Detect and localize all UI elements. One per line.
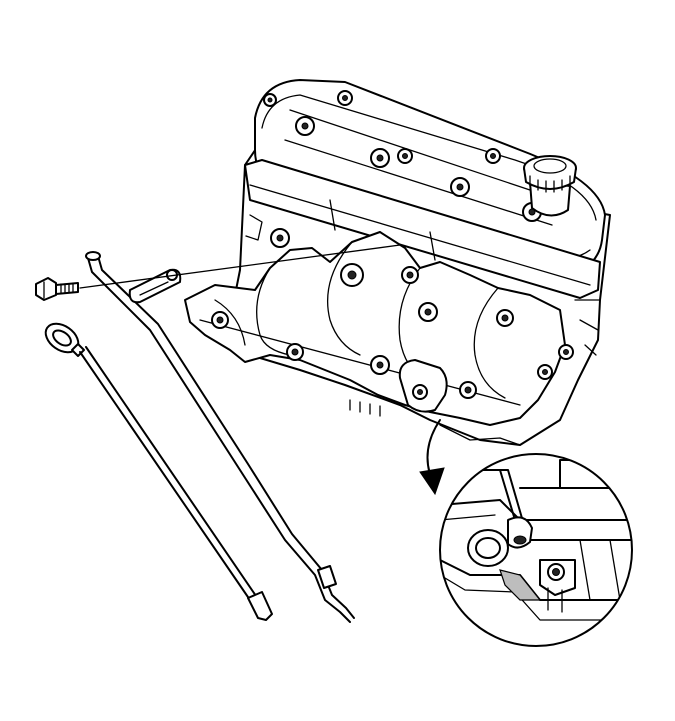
oil-fill-cap xyxy=(523,155,577,217)
lower-block-detail xyxy=(245,199,601,446)
exhaust-manifold xyxy=(184,228,574,426)
manifold-bolts xyxy=(211,228,574,399)
detail-view xyxy=(439,453,633,647)
alignment-line xyxy=(79,244,401,289)
bolt xyxy=(35,277,79,301)
oil-level-indicator xyxy=(44,322,273,621)
callout-arrow xyxy=(419,419,445,496)
engine-assembly xyxy=(184,79,611,446)
cylinder-head xyxy=(244,159,601,299)
oil-level-indicator-tube xyxy=(85,251,355,623)
valve-cover-bolts xyxy=(263,90,542,222)
bracket xyxy=(128,268,182,304)
